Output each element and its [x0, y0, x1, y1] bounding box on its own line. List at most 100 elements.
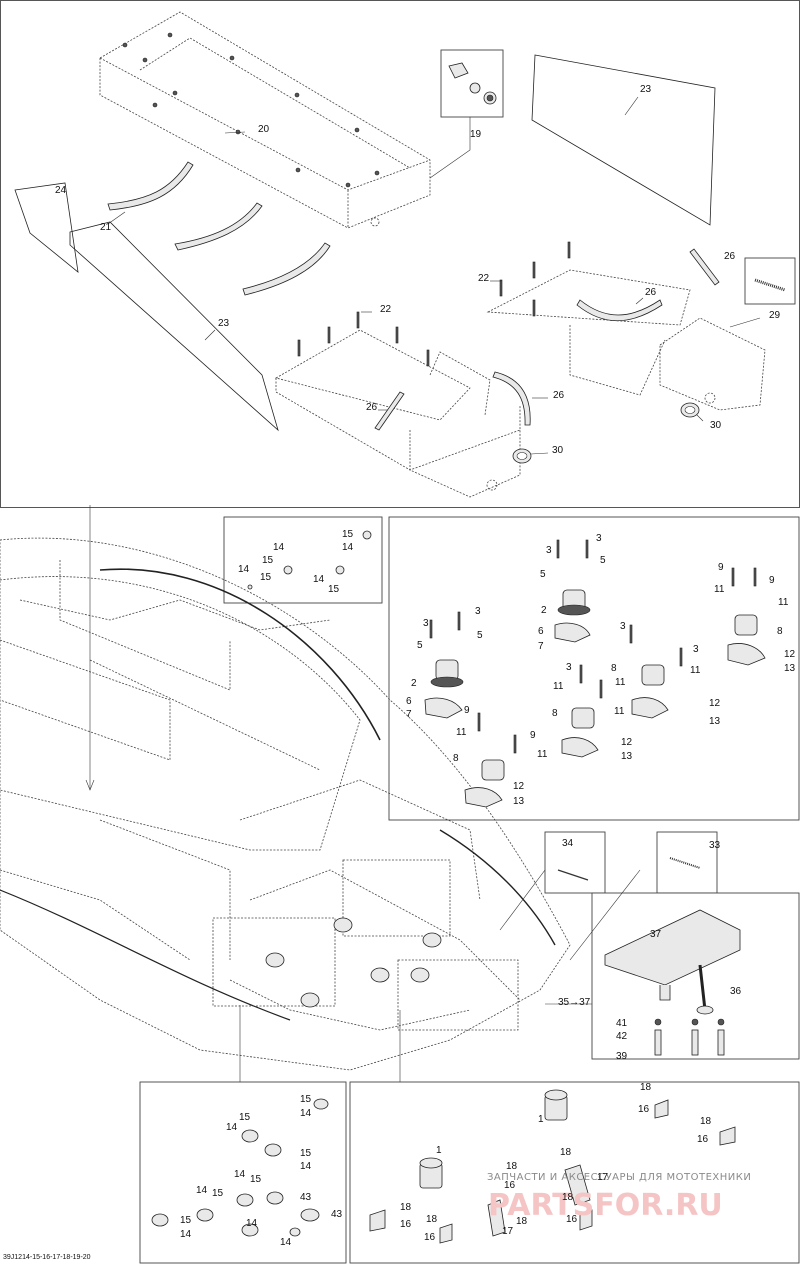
- drain-plug-box: [440, 49, 504, 118]
- callout-34: 34: [562, 838, 574, 849]
- seal-26-bent: [492, 371, 531, 426]
- callout-37: 37: [650, 929, 662, 940]
- callout-3: 3: [596, 533, 602, 544]
- strip-29-box: [744, 257, 796, 305]
- callout-5: 5: [417, 640, 423, 651]
- callout-30: 30: [552, 445, 564, 456]
- bin-22-right: [486, 269, 691, 326]
- callout-30: 30: [710, 420, 722, 431]
- callout-26: 26: [553, 390, 565, 401]
- callout-23: 23: [218, 318, 230, 329]
- drain-plug-icon: [448, 62, 469, 79]
- bracket-33-box: [656, 831, 718, 894]
- callout-35→37: 35→37: [558, 997, 591, 1008]
- callout-8: 8: [777, 626, 783, 637]
- hull-inset-left: [212, 917, 336, 1007]
- callout-14: 14: [234, 1169, 246, 1180]
- callout-22: 22: [380, 304, 392, 315]
- callout-22: 22: [478, 273, 490, 284]
- callout-14: 14: [180, 1229, 192, 1240]
- bin-22-left: [274, 329, 471, 421]
- callout-6: 6: [538, 626, 544, 637]
- callout-15: 15: [250, 1174, 262, 1185]
- callout-16: 16: [638, 1104, 650, 1115]
- callout-23: 23: [640, 84, 652, 95]
- callout-3: 3: [423, 618, 429, 629]
- callout-26: 26: [645, 287, 657, 298]
- storage-bin-main: [99, 11, 431, 229]
- bracket-33-icon: [669, 857, 701, 869]
- liner-23-lower: [69, 221, 279, 432]
- rubber-mounts-brackets: [369, 1089, 736, 1244]
- callout-3: 3: [546, 545, 552, 556]
- callout-14: 14: [226, 1122, 238, 1133]
- diagram-code: 39J1214-15-16-17-18-19-20: [3, 1254, 91, 1261]
- callout-12: 12: [513, 781, 525, 792]
- callout-14: 14: [342, 542, 354, 553]
- callout-8: 8: [552, 708, 558, 719]
- callout-18: 18: [700, 1116, 712, 1127]
- hose-clip-detail-box: [139, 1081, 347, 1264]
- callout-13: 13: [709, 716, 721, 727]
- callout-18: 18: [400, 1202, 412, 1213]
- callout-26: 26: [366, 402, 378, 413]
- callout-11: 11: [553, 681, 564, 692]
- callout-15: 15: [300, 1094, 312, 1105]
- callout-11: 11: [778, 597, 789, 608]
- clip-detail-box: [223, 516, 383, 604]
- callout-1: 1: [538, 1114, 544, 1125]
- callout-15: 15: [260, 572, 272, 583]
- callout-11: 11: [714, 584, 725, 595]
- callout-24: 24: [55, 185, 67, 196]
- callout-18: 18: [560, 1147, 572, 1158]
- callout-5: 5: [600, 555, 606, 566]
- callout-21: 21: [100, 222, 112, 233]
- callout-13: 13: [513, 796, 525, 807]
- callout-20: 20: [258, 124, 270, 135]
- callout-15: 15: [300, 1148, 312, 1159]
- callout-3: 3: [566, 662, 572, 673]
- callout-11: 11: [456, 727, 467, 738]
- callout-18: 18: [516, 1216, 528, 1227]
- liner-23-upper: [531, 54, 716, 226]
- callout-8: 8: [453, 753, 459, 764]
- seal-26-straight: [374, 391, 405, 431]
- callout-15: 15: [342, 529, 354, 540]
- seal-strip-21c: [242, 242, 331, 296]
- callout-2: 2: [541, 605, 547, 616]
- callout-14: 14: [300, 1161, 312, 1172]
- callout-5: 5: [477, 630, 483, 641]
- callout-2: 2: [411, 678, 417, 689]
- callout-16: 16: [566, 1214, 578, 1225]
- callout-14: 14: [196, 1185, 208, 1196]
- callout-14: 14: [300, 1108, 312, 1119]
- callout-15: 15: [262, 555, 274, 566]
- callout-16: 16: [424, 1232, 436, 1243]
- hull-inset-center: [342, 859, 451, 937]
- footrest-assembly: [604, 909, 741, 1056]
- callout-12: 12: [709, 698, 721, 709]
- callout-11: 11: [537, 749, 548, 760]
- callout-labels: 1920212324232222262629262630301514141514…: [55, 84, 796, 1248]
- callout-12: 12: [784, 649, 796, 660]
- engine-mount-parts: [424, 539, 766, 808]
- callout-3: 3: [693, 644, 699, 655]
- hose-clips: [151, 1098, 329, 1237]
- hull-engine-mounts: [265, 917, 442, 1008]
- bin-fastener-group: [122, 32, 380, 188]
- bracket-34-box: [544, 831, 606, 894]
- callout-18: 18: [640, 1082, 652, 1093]
- callout-13: 13: [621, 751, 633, 762]
- liner-24: [14, 182, 79, 273]
- callout-36: 36: [730, 986, 742, 997]
- clip-parts: [247, 530, 372, 590]
- callout-11: 11: [614, 706, 625, 717]
- callout-14: 14: [273, 542, 285, 553]
- callout-18: 18: [426, 1214, 438, 1225]
- bracket-34-icon: [557, 869, 589, 881]
- callout-16: 16: [504, 1180, 516, 1191]
- watermark-tagline: ЗАПЧАСТИ И АКСЕССУАРЫ ДЛЯ МОТОТЕХНИКИ: [487, 1172, 751, 1183]
- callout-11: 11: [690, 665, 701, 676]
- callout-15: 15: [212, 1188, 224, 1199]
